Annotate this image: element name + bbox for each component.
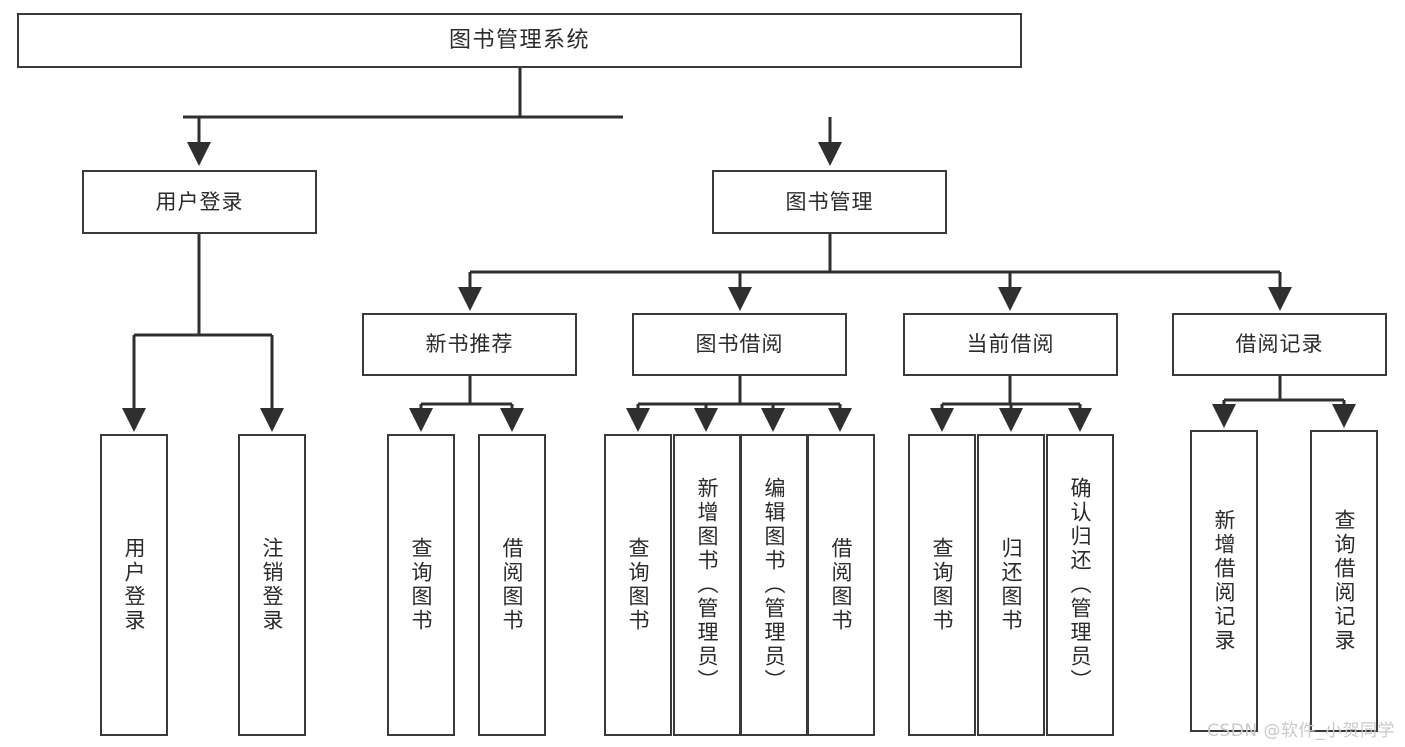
node-user-login[interactable]: 用户登录 <box>82 170 317 234</box>
node-leaf-user-logout[interactable]: 注销登录 <box>238 434 306 736</box>
node-leaf-borrow-book-1[interactable]: 借阅图书 <box>478 434 546 736</box>
node-leaf-edit-book-label: 编辑图书（管理员） <box>762 477 787 693</box>
node-leaf-user-login-label: 用户登录 <box>122 537 147 633</box>
node-current-borrow-label: 当前借阅 <box>966 332 1055 357</box>
node-book-manage-label: 图书管理 <box>785 189 874 214</box>
node-leaf-borrow-book-2[interactable]: 借阅图书 <box>807 434 875 736</box>
node-leaf-add-book-label: 新增图书（管理员） <box>695 477 720 693</box>
node-root-label: 图书管理系统 <box>448 27 590 53</box>
node-current-borrow[interactable]: 当前借阅 <box>903 313 1118 376</box>
node-book-borrow[interactable]: 图书借阅 <box>632 313 847 376</box>
node-leaf-query-book-1-label: 查询图书 <box>409 537 434 633</box>
node-leaf-add-record-label: 新增借阅记录 <box>1212 509 1237 653</box>
node-leaf-return-book-label: 归还图书 <box>999 537 1024 633</box>
node-leaf-confirm-return[interactable]: 确认归还（管理员） <box>1046 434 1114 736</box>
node-leaf-borrow-book-2-label: 借阅图书 <box>829 537 854 633</box>
node-new-book-rec-label: 新书推荐 <box>425 332 514 357</box>
node-leaf-edit-book[interactable]: 编辑图书（管理员） <box>740 434 808 736</box>
node-leaf-query-record-label: 查询借阅记录 <box>1332 509 1357 653</box>
node-book-borrow-label: 图书借阅 <box>695 332 784 357</box>
node-leaf-query-book-3[interactable]: 查询图书 <box>908 434 976 736</box>
node-leaf-query-book-2-label: 查询图书 <box>626 537 651 633</box>
node-leaf-add-record[interactable]: 新增借阅记录 <box>1190 430 1258 732</box>
node-leaf-query-record[interactable]: 查询借阅记录 <box>1310 430 1378 732</box>
node-user-login-label: 用户登录 <box>155 189 244 214</box>
node-leaf-user-logout-label: 注销登录 <box>260 537 285 633</box>
node-new-book-rec[interactable]: 新书推荐 <box>362 313 577 376</box>
node-leaf-add-book[interactable]: 新增图书（管理员） <box>673 434 741 736</box>
node-leaf-borrow-book-1-label: 借阅图书 <box>500 537 525 633</box>
node-borrow-record-label: 借阅记录 <box>1235 332 1324 357</box>
node-leaf-query-book-3-label: 查询图书 <box>930 537 955 633</box>
node-leaf-return-book[interactable]: 归还图书 <box>977 434 1045 736</box>
node-root[interactable]: 图书管理系统 <box>17 13 1022 68</box>
node-leaf-query-book-1[interactable]: 查询图书 <box>387 434 455 736</box>
node-book-manage[interactable]: 图书管理 <box>712 170 947 234</box>
node-borrow-record[interactable]: 借阅记录 <box>1172 313 1387 376</box>
node-leaf-query-book-2[interactable]: 查询图书 <box>604 434 672 736</box>
node-leaf-confirm-return-label: 确认归还（管理员） <box>1068 477 1093 693</box>
node-leaf-user-login[interactable]: 用户登录 <box>100 434 168 736</box>
csdn-watermark: CSDN @软件_小贺同学 <box>1207 721 1395 741</box>
